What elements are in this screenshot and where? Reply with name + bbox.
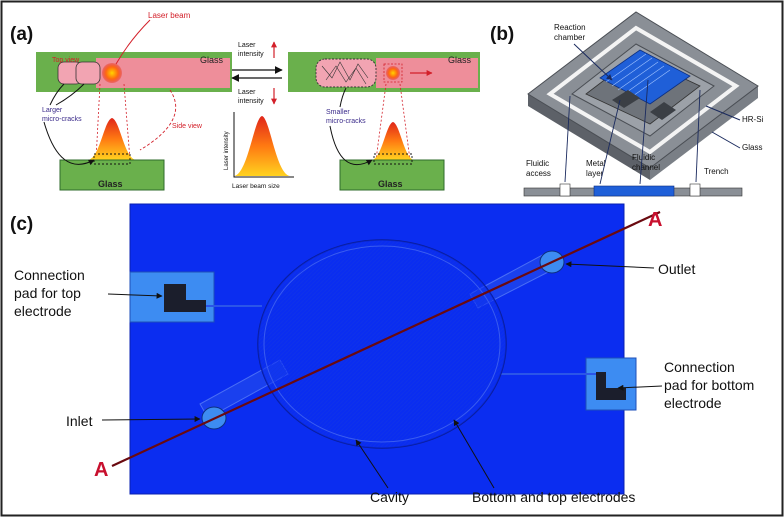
section-label-a-bottom: A [94, 459, 108, 481]
chip-side-right [650, 86, 758, 180]
laser-spot-right [386, 66, 400, 80]
pad-bottom-label-1: Connection [664, 359, 735, 375]
electrodes-label: Bottom and top electrodes [472, 489, 635, 505]
side-view-guide [139, 89, 177, 151]
pad-bottom-contact [596, 372, 626, 400]
larger-cracks-label-2: micro-cracks [42, 116, 82, 123]
trench-ring-outer [546, 25, 740, 155]
intensity-gaussian [234, 116, 290, 176]
glass-label-top-right: Glass [448, 55, 472, 65]
pad-bottom-pointer [617, 384, 663, 391]
spot-box-right [383, 63, 403, 83]
intensity-peak-right [372, 122, 414, 160]
reaction-chamber-label-1: Reaction [554, 23, 586, 32]
metal-layer-pointer [599, 99, 621, 185]
cavity-pointer [355, 439, 389, 489]
laser-spot-left [102, 63, 122, 83]
outlet-label: Outlet [658, 261, 695, 277]
intensity-up-label-1: Laser [238, 42, 256, 49]
side-view-label: Side view [172, 123, 203, 130]
laser-beam-label: Laser beam [148, 11, 191, 20]
smaller-cracks-pointer [339, 87, 347, 108]
metal-layer-label-2: layer [586, 169, 604, 178]
trench-gap-1 [559, 183, 571, 197]
glass-label-bottom-left: Glass [98, 179, 123, 189]
trench-pointer [695, 89, 701, 183]
electrode-overlay [258, 240, 506, 448]
larger-cracks-label-1: Larger [42, 107, 63, 114]
axis-y-label: Laser intensity [224, 131, 230, 170]
trench-gap-2 [689, 183, 701, 197]
panel-a: (a) Glass Top view Laser beam Larger mic… [10, 11, 480, 191]
smaller-cracks-label-1: Smaller [326, 109, 350, 116]
pad-top-pointer [107, 292, 163, 299]
pad-bottom-electrode [585, 357, 637, 411]
panel-c-tag: (c) [10, 214, 33, 235]
outlet-pointer [565, 261, 655, 269]
focus-box-left [93, 153, 131, 165]
glass-label-top-left: Glass [200, 55, 224, 65]
side-arrow-right [329, 125, 373, 166]
electrode-edge [263, 245, 501, 443]
metal-layer-label-1: Metal [586, 159, 606, 168]
fluidic-channel-label-2: channel [632, 163, 660, 172]
glass-pointer-b [711, 131, 741, 149]
top-view-label: Top view [52, 57, 80, 64]
fluidic-channel-pointer [639, 79, 649, 185]
intensity-peak-left [88, 118, 136, 160]
panel-b-tag: (b) [490, 24, 514, 45]
electrodes-pointer [453, 419, 495, 489]
glass-block-left [59, 159, 165, 191]
trench-label: Trench [704, 167, 729, 176]
inlet-pointer [101, 416, 201, 423]
intensity-down-label-2: intensity [238, 98, 264, 105]
crack-cell-2 [75, 61, 101, 85]
pad-top-contact [164, 284, 206, 312]
metal-pad-2 [650, 102, 676, 120]
smaller-cracks-label-2: micro-cracks [326, 118, 366, 125]
chip-side-left [528, 94, 650, 180]
gaussian-axes [233, 112, 294, 178]
pad-top-label-2: pad for top [14, 285, 81, 301]
intensity-down-label-1: Laser [238, 89, 256, 96]
panel-b: (b) Reaction chamber HR-Si Glass Fluidic… [490, 11, 764, 197]
glass-label-b: Glass [742, 143, 762, 152]
fluidic-access-pointer [564, 95, 571, 183]
intensity-up-label-2: intensity [238, 51, 264, 58]
inlet-label: Inlet [66, 413, 93, 429]
section-label-a-top: A [648, 209, 662, 231]
cavity-label: Cavity [370, 489, 409, 505]
side-arrow-left [43, 121, 95, 166]
projection-line-1 [95, 83, 101, 161]
pad-top-label-3: electrode [14, 303, 72, 319]
fluidic-access-label-1: Fluidic [526, 159, 549, 168]
projection-line-2 [123, 83, 131, 161]
larger-cracks-pointer-2 [55, 83, 85, 106]
panel-a-tag: (a) [10, 24, 33, 45]
projection-line-4 [399, 83, 411, 161]
hr-si-pointer [705, 105, 741, 121]
fluidic-channel-label-1: Fluidic [632, 153, 655, 162]
crack-lines [321, 61, 369, 85]
pad-bottom-label-2: pad for bottom [664, 377, 754, 393]
reaction-chamber-label-2: chamber [554, 33, 585, 42]
axis-x-label: Laser beam size [232, 183, 280, 190]
reaction-chamber-pointer [573, 43, 613, 81]
channel-hatching [605, 53, 671, 99]
hr-si-label: HR-Si [742, 115, 764, 124]
glass-label-bottom-right: Glass [378, 179, 403, 189]
pad-top-label-1: Connection [14, 267, 85, 283]
panel-c: (c) A A Connection pad for top electrode… [10, 203, 754, 505]
projection-line-3 [375, 83, 387, 161]
pad-bottom-label-3: electrode [664, 395, 722, 411]
section-line-a [111, 211, 661, 467]
laser-beam-pointer [115, 19, 151, 65]
channel-section [593, 185, 675, 197]
larger-cracks-pointer-1 [49, 83, 65, 106]
fluidic-access-label-2: access [526, 169, 551, 178]
